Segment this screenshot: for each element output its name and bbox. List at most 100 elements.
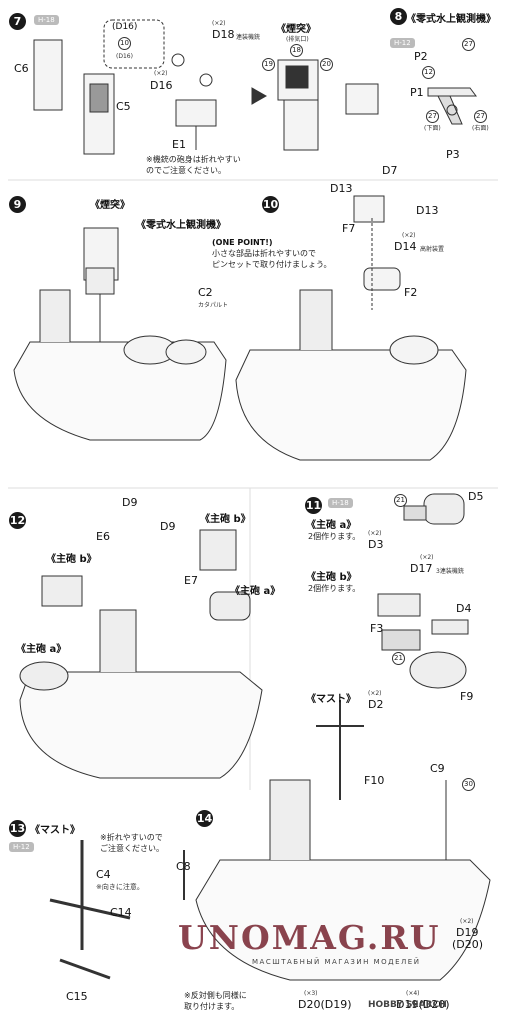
turret-b-title-12-left: 《主砲 b》 <box>46 554 97 565</box>
c4-note: ※向きに注意。 <box>96 883 144 891</box>
mast-title-14: 《マスト》 <box>306 694 356 705</box>
number-21-marker-a: 21 <box>394 494 407 507</box>
part-label-f7: F7 <box>342 222 356 235</box>
step-11-part-badge: H-18 <box>328 498 353 508</box>
footer-logo: HOBBY SEARCH <box>368 1000 447 1010</box>
watermark: UNOMAG.RU <box>178 918 441 957</box>
number-10-marker: 10 <box>118 37 131 50</box>
part-label-c15: C15 <box>66 990 88 1003</box>
number-19-marker: 19 <box>262 58 275 71</box>
number-20-marker: 20 <box>320 58 333 71</box>
step-14-number: 14 <box>196 810 213 827</box>
number-18-marker: 18 <box>290 44 303 57</box>
plane-title-8: 《零式水上観測機》 <box>406 14 496 25</box>
step-9-number: 9 <box>9 196 26 213</box>
watermark-subtitle: МАСШТАБНЫЙ МАГАЗИН МОДЕЛЕЙ <box>252 958 421 966</box>
part-label-d14: D14 <box>394 240 417 253</box>
quantity-d18: (×2) <box>212 20 226 27</box>
part-label-p1: P1 <box>410 86 424 99</box>
step-7-number: 7 <box>9 13 26 30</box>
part-label-c9: C9 <box>430 762 445 775</box>
d14-note: 高射装置 <box>420 246 445 253</box>
part-label-e6: E6 <box>96 530 110 543</box>
part-label-d17: D17 <box>410 562 433 575</box>
number-27-marker-lower: 27 <box>426 110 439 123</box>
turret-a-title-11: 《主砲 a》 <box>306 520 357 531</box>
part-label-d13-right: D13 <box>416 204 439 217</box>
part-label-f10: F10 <box>364 774 385 787</box>
quantity-d17: (×2) <box>420 554 434 561</box>
part-label-c2: C2 <box>198 286 213 299</box>
part-label-d13-left: D13 <box>330 182 353 195</box>
part-label-e1: E1 <box>172 138 186 151</box>
quantity-d3: (×2) <box>368 530 382 537</box>
lower-side-note: (下面) <box>424 125 441 132</box>
step-12-number: 12 <box>9 512 26 529</box>
number-21-marker-b: 21 <box>392 652 405 665</box>
part-label-d19: D19 <box>456 926 479 939</box>
part-label-d4: D4 <box>456 602 472 615</box>
step-13-number: 13 <box>9 820 26 837</box>
smoke-title-9: 《煙突》 <box>90 200 130 211</box>
quantity-d2: (×2) <box>368 690 382 697</box>
part-label-d9-mid: D9 <box>160 520 176 533</box>
right-side-note: (右面) <box>472 125 489 132</box>
part-label-c4: C4 <box>96 868 111 881</box>
part-label-f3: F3 <box>370 622 384 635</box>
step-8-number: 8 <box>390 8 407 25</box>
quantity-d16: (×2) <box>154 70 168 77</box>
number-12-marker: 12 <box>422 66 435 79</box>
smoke-sub-7: (排気口) <box>286 36 309 43</box>
part-label-f2: F2 <box>404 286 418 299</box>
part-label-c5: C5 <box>116 100 131 113</box>
quantity-d19: (×2) <box>460 918 474 925</box>
part-label-c6: C6 <box>14 62 29 75</box>
part-label-d7: D7 <box>382 164 398 177</box>
turret-a-title-12-left: 《主砲 a》 <box>16 644 67 655</box>
number-27-marker-top: 27 <box>462 38 475 51</box>
part-label-c8: C8 <box>176 860 191 873</box>
part-label-p3: P3 <box>446 148 460 161</box>
step-14-bottom-note: ※反対側も同様に 取り付けます。 <box>184 991 247 1011</box>
plane-title-9: 《零式水上観測機》 <box>136 220 226 231</box>
step-13-part-badge: H-12 <box>9 842 34 852</box>
catapult-note: カタパルト <box>198 302 229 309</box>
part-label-p2: P2 <box>414 50 428 63</box>
d17-note: 3連装機銃 <box>436 568 464 575</box>
part-label-c14: C14 <box>110 906 132 919</box>
part-label-d3: D3 <box>368 538 384 551</box>
step-7-note: ※機銃の砲身は折れやすい のでご注意ください。 <box>146 155 241 175</box>
quantity-d20-d19: (×3) <box>304 990 318 997</box>
step-11-number: 11 <box>305 497 322 514</box>
make-two-a: 2個作ります。 <box>308 532 361 541</box>
make-two-b: 2個作ります。 <box>308 584 361 593</box>
turret-b-title-12-right: 《主砲 b》 <box>200 514 251 525</box>
turret-b-title-11: 《主砲 b》 <box>306 572 357 583</box>
part-label-e7: E7 <box>184 574 198 587</box>
number-30-marker: 30 <box>462 778 475 791</box>
quantity-d19-d20: (×4) <box>406 990 420 997</box>
step-10-number: 10 <box>262 196 279 213</box>
step-8-part-badge: H-12 <box>390 38 415 48</box>
part-label-d19-d20: D19(D20) <box>396 998 450 1011</box>
step-7-part-badge: H-18 <box>34 15 59 25</box>
part-label-d9-top: D9 <box>122 496 138 509</box>
one-point-text: 小さな部品は折れやすいので ピンセットで取り付けましょう。 <box>212 249 332 269</box>
part-label-d16: D16 <box>150 79 173 92</box>
part-label-d2: D2 <box>368 698 384 711</box>
turret-a-title-12-right: 《主砲 a》 <box>230 586 281 597</box>
part-label-d5: D5 <box>468 490 484 503</box>
part-label-f9: F9 <box>460 690 474 703</box>
callout-d16-box: (D16) <box>112 22 138 32</box>
number-27-marker-right: 27 <box>474 110 487 123</box>
part-label-d18: D18 <box>212 28 235 41</box>
step-13-note: ※折れやすいので ご注意ください。 <box>100 833 164 853</box>
part-label-d20-paren: (D20) <box>452 938 484 951</box>
smoke-title-7: 《煙突》 <box>276 24 316 35</box>
quantity-d14: (×2) <box>402 232 416 239</box>
one-point-heading: (ONE POINT!) <box>212 238 273 247</box>
part-label-d20-d19: D20(D19) <box>298 998 352 1011</box>
mast-title-13: 《マスト》 <box>30 825 80 836</box>
callout-d16-sub: (D16) <box>116 53 133 60</box>
